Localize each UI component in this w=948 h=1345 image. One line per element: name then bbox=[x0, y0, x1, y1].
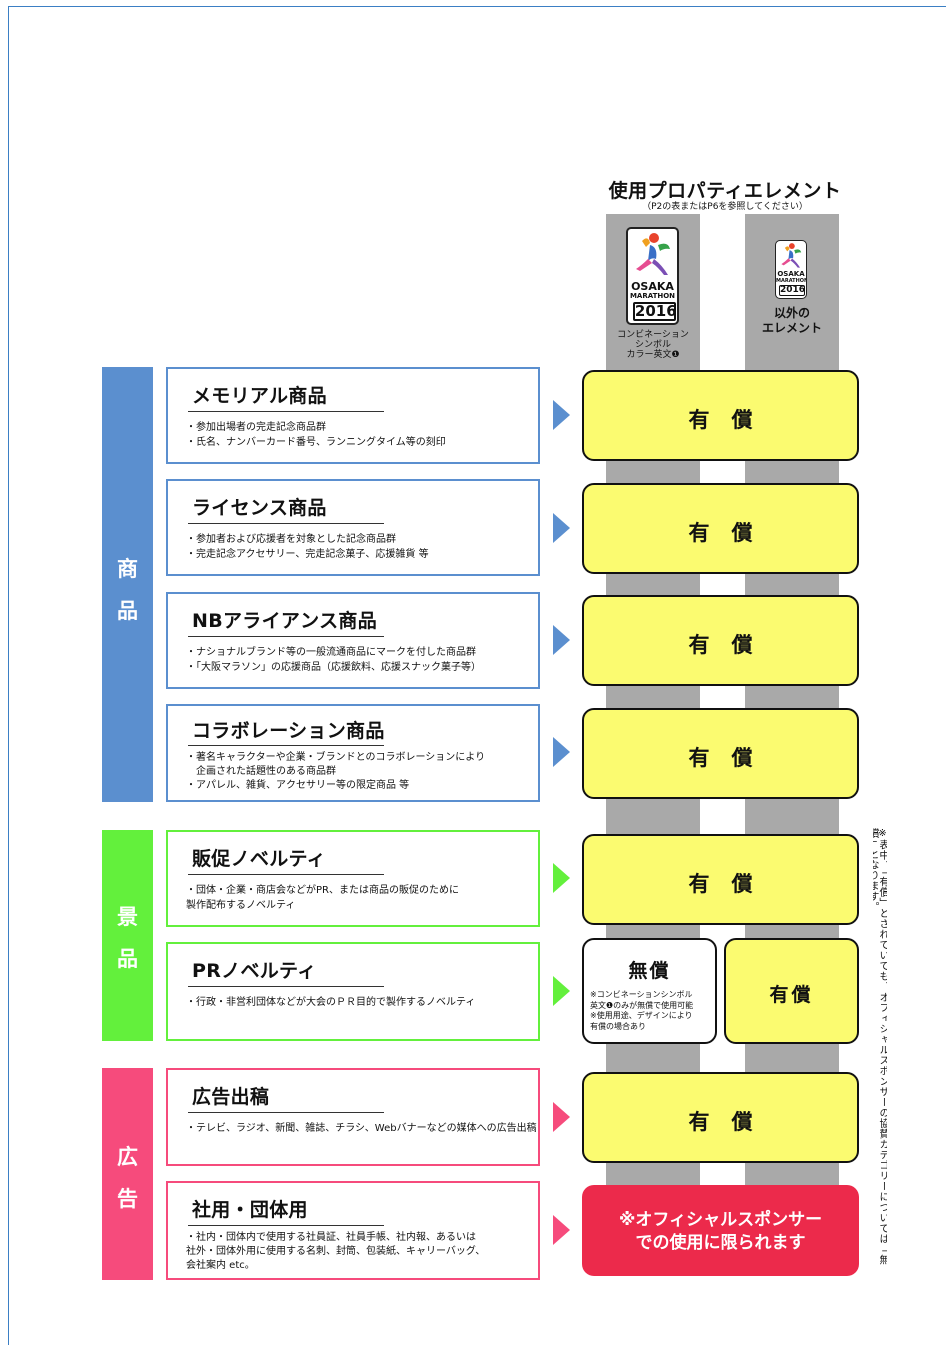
title-underline bbox=[188, 411, 384, 412]
category-title: 販促ノベルティ bbox=[192, 848, 326, 870]
side-note: ※表中、「有償」とされていても、オフィシャルスポンサーの協賛カテゴリーについては… bbox=[873, 828, 887, 1265]
category-title: 広告出稿 bbox=[192, 1086, 270, 1108]
title-underline bbox=[188, 1225, 384, 1226]
category-title: PRノベルティ bbox=[192, 960, 317, 982]
elements-heading: 使用プロパティエレメント bbox=[608, 180, 842, 202]
category-pr-novelty: PRノベルティ ・行政・非営利団体などが大会のＰＲ目的で製作するノベルティ bbox=[166, 942, 540, 1041]
logo-year: 2016 bbox=[632, 302, 677, 321]
category-memorial-goods: メモリアル商品 ・参加出場者の完走記念商品群 ・氏名、ナンバーカード番号、ランニ… bbox=[166, 367, 540, 464]
section-label-premiums: 景 品 bbox=[102, 830, 153, 1041]
category-description: ・行政・非営利団体などが大会のＰＲ目的で製作するノベルティ bbox=[186, 997, 476, 1008]
category-title: 社用・団体用 bbox=[192, 1199, 308, 1221]
result-free-label: 無償 bbox=[628, 960, 671, 982]
logo-brand: OSAKA bbox=[631, 280, 674, 293]
result-paid: 有償 bbox=[582, 370, 859, 461]
category-description: ・テレビ、ラジオ、新聞、雑誌、チラシ、Webバナーなどの媒体への広告出稿 bbox=[186, 1123, 537, 1134]
arrow-right-icon bbox=[553, 1215, 570, 1245]
result-paid: 有償 bbox=[582, 595, 859, 686]
sponsor-note: ※オフィシャルスポンサー での使用に限られます bbox=[618, 1210, 823, 1253]
category-title: コラボレーション商品 bbox=[192, 720, 385, 742]
osaka-marathon-logo-large: OSAKA MARATHON 2016 bbox=[626, 227, 679, 325]
arrow-right-icon bbox=[553, 863, 570, 893]
category-description: ・社内・団体内で使用する社員証、社員手帳、社内報、あるいは 社外・団体外用に使用… bbox=[186, 1232, 486, 1271]
category-nb-alliance-goods: NBアライアンス商品 ・ナショナルブランド等の一般流通商品にマークを付した商品群… bbox=[166, 592, 540, 689]
title-underline bbox=[188, 874, 384, 875]
section-label-char: 商 bbox=[117, 557, 138, 581]
runner-symbol-icon bbox=[636, 233, 670, 275]
runner-symbol-icon bbox=[781, 243, 802, 268]
title-underline bbox=[188, 636, 384, 637]
arrow-right-icon bbox=[553, 976, 570, 1006]
column-caption-other: 以外の エレメント bbox=[761, 306, 822, 335]
category-corporate-use: 社用・団体用 ・社内・団体内で使用する社員証、社員手帳、社内報、あるいは 社外・… bbox=[166, 1181, 540, 1280]
arrow-right-icon bbox=[553, 1102, 570, 1132]
arrow-right-icon bbox=[553, 737, 570, 767]
result-label: 有償 bbox=[688, 872, 775, 896]
arrow-right-icon bbox=[553, 400, 570, 430]
result-paid: 有償 bbox=[582, 483, 859, 574]
result-label: 有償 bbox=[688, 521, 775, 545]
category-description: ・参加出場者の完走記念商品群 ・氏名、ナンバーカード番号、ランニングタイム等の刻… bbox=[186, 422, 446, 448]
arrow-right-icon bbox=[553, 513, 570, 543]
title-underline bbox=[188, 523, 384, 524]
category-collaboration-goods: コラボレーション商品 ・著名キャラクターや企業・ブランドとのコラボレーションによ… bbox=[166, 704, 540, 802]
category-description: ・ナショナルブランド等の一般流通商品にマークを付した商品群 ・「大阪マラソン」の… bbox=[186, 647, 481, 673]
result-paid: 有償 bbox=[582, 708, 859, 799]
category-title: NBアライアンス商品 bbox=[192, 610, 378, 632]
elements-subheading: （P2の表またはP6を参照してください） bbox=[642, 202, 808, 212]
section-label-char: 告 bbox=[117, 1187, 138, 1211]
result-label: 有償 bbox=[769, 984, 814, 1006]
result-label: 有償 bbox=[688, 408, 775, 432]
category-title: メモリアル商品 bbox=[192, 385, 327, 407]
section-label-char: 景 bbox=[117, 905, 138, 929]
section-label-advertising: 広 告 bbox=[102, 1068, 153, 1280]
category-ad-placement: 広告出稿 ・テレビ、ラジオ、新聞、雑誌、チラシ、Webバナーなどの媒体への広告出… bbox=[166, 1068, 540, 1166]
page-frame bbox=[8, 6, 946, 1345]
logo-event: MARATHON bbox=[776, 278, 807, 284]
logo-brand: OSAKA bbox=[777, 270, 805, 278]
section-label-char: 品 bbox=[117, 599, 138, 623]
result-free-note: ※コンビネーションシンボル 英文❶のみが無償で使用可能 ※使用用途、デザインによ… bbox=[590, 990, 694, 1031]
section-label-char: 品 bbox=[117, 947, 138, 971]
category-description: ・団体・企業・商店会などがPR、または商品の販促のために 製作配布するノベルティ bbox=[186, 885, 459, 911]
section-label-char: 広 bbox=[117, 1145, 138, 1169]
category-description: ・参加者および応援者を対象とした記念商品群 ・完走記念アクセサリー、完走記念菓子… bbox=[186, 534, 429, 560]
result-paid: 有償 bbox=[582, 1072, 859, 1163]
osaka-marathon-logo-small: OSAKA MARATHON 2016 bbox=[775, 240, 807, 299]
column-caption-combination: コンビネーション シンボル カラー英文❶ bbox=[617, 330, 689, 360]
result-paid: 有償 bbox=[582, 834, 859, 925]
result-label: 有償 bbox=[688, 746, 775, 770]
arrow-right-icon bbox=[553, 625, 570, 655]
category-license-goods: ライセンス商品 ・参加者および応援者を対象とした記念商品群 ・完走記念アクセサリ… bbox=[166, 479, 540, 576]
logo-event: MARATHON bbox=[629, 292, 676, 300]
category-promo-novelty: 販促ノベルティ ・団体・企業・商店会などがPR、または商品の販促のために 製作配… bbox=[166, 830, 540, 927]
category-description: ・著名キャラクターや企業・ブランドとのコラボレーションにより 企画された話題性の… bbox=[186, 752, 486, 791]
result-sponsor-only: ※オフィシャルスポンサー での使用に限られます bbox=[582, 1185, 859, 1276]
result-label: 有償 bbox=[688, 633, 775, 657]
title-underline bbox=[188, 986, 384, 987]
logo-year: 2016 bbox=[779, 285, 806, 296]
result-label: 有償 bbox=[688, 1110, 775, 1134]
section-label-products: 商 品 bbox=[102, 367, 153, 802]
title-underline bbox=[188, 745, 384, 746]
result-paid: 有償 bbox=[724, 938, 859, 1044]
result-free: 無償 ※コンビネーションシンボル 英文❶のみが無償で使用可能 ※使用用途、デザイ… bbox=[582, 938, 717, 1044]
title-underline bbox=[188, 1112, 384, 1113]
category-title: ライセンス商品 bbox=[192, 497, 327, 519]
